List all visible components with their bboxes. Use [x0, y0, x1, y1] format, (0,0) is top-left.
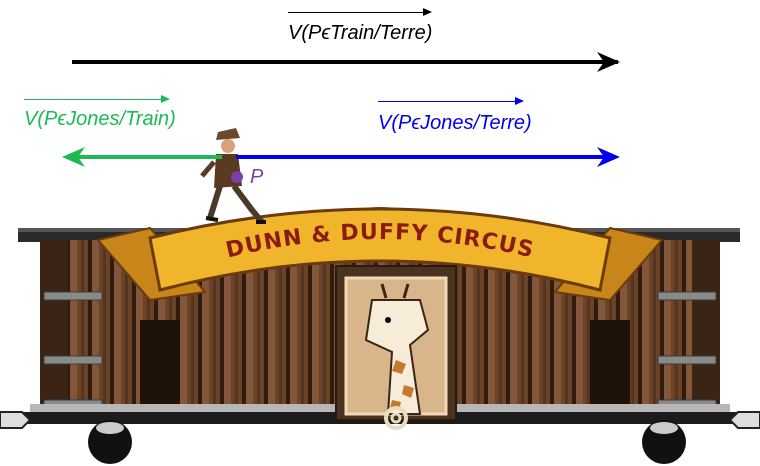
coupler-left — [0, 411, 32, 429]
wheel-left — [88, 420, 132, 464]
circus-banner: DUNN & DUFFY CIRCUS — [96, 207, 664, 302]
label-point-p: P — [250, 166, 264, 188]
label-jones-earth: V(PϵJones/Terre) — [378, 96, 532, 135]
vector-arrow-overbar — [288, 7, 432, 16]
left-door — [140, 320, 180, 415]
vector-arrow-overbar — [378, 96, 524, 105]
giraffe-poster — [335, 265, 457, 421]
point-p-marker — [231, 171, 243, 183]
wheel-right — [642, 420, 686, 464]
coupler-right — [728, 411, 760, 429]
label-train-earth: V(PϵTrain/Terre) — [288, 7, 432, 45]
right-door — [590, 320, 630, 415]
label-jones-train: V(PϵJones/Train) — [24, 94, 176, 131]
rope-coil-icon — [384, 406, 408, 430]
vector-arrow-overbar — [24, 94, 170, 103]
giraffe-icon — [364, 283, 430, 415]
boxcar: DUNN & DUFFY CIRCUS — [0, 207, 760, 464]
